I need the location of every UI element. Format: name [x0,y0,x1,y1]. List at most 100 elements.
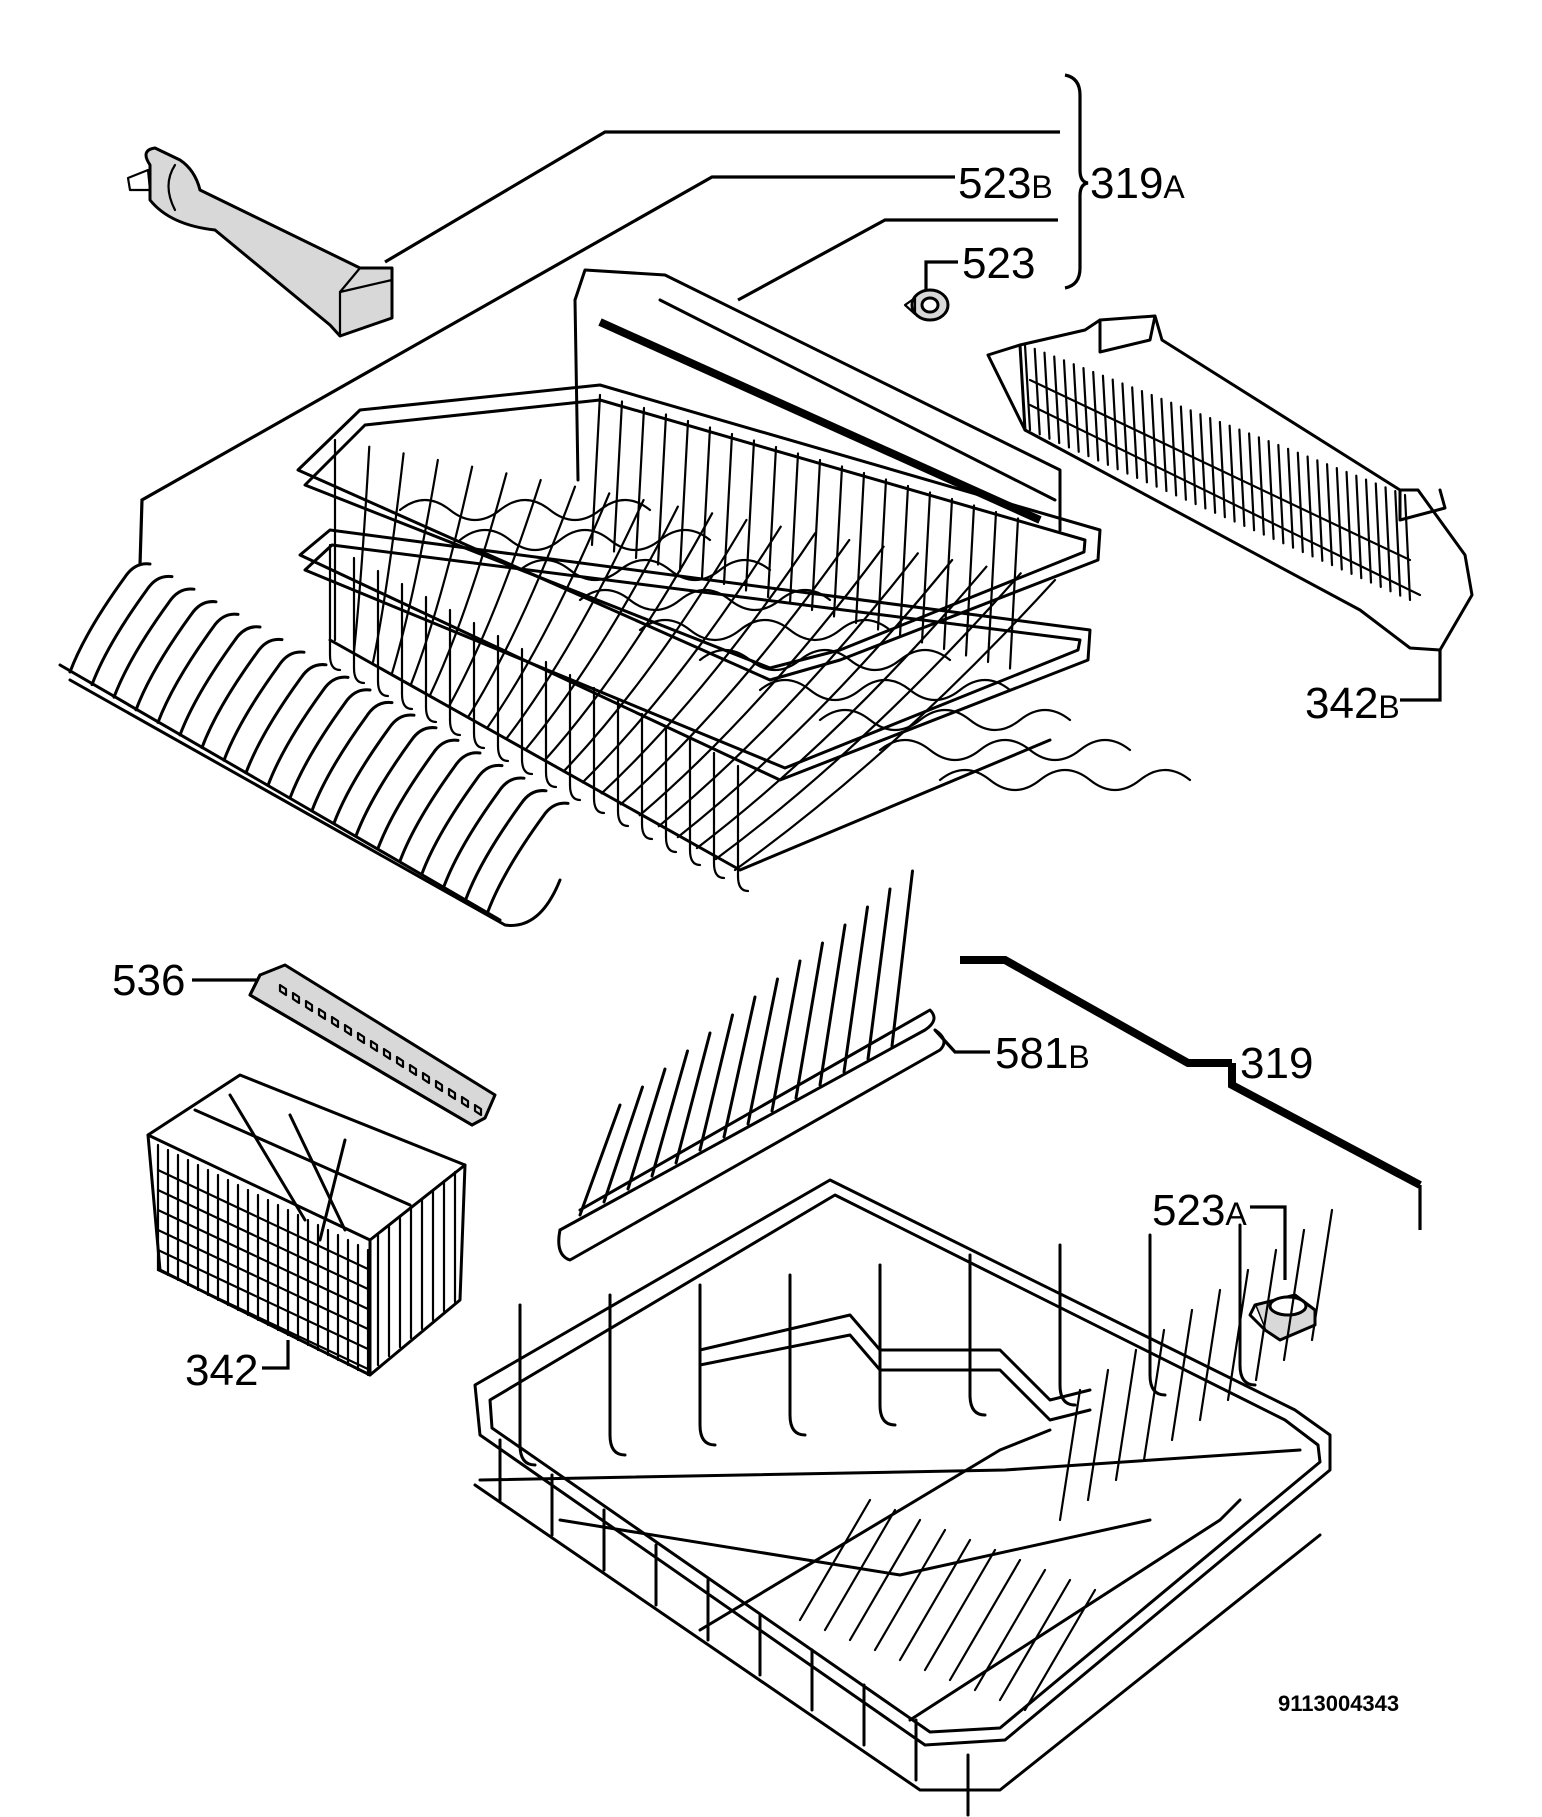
label-523: 523 [962,239,1035,288]
wire-segment [1033,347,1041,436]
wire-segment [447,1087,457,1101]
wire-segment [505,498,645,740]
wire-segment [1282,1228,1306,1362]
wire-segment [1131,386,1139,480]
wire-segment [156,1168,372,1272]
wire-segment [330,1015,340,1029]
wire-segment [581,525,782,784]
wire-segment [332,713,416,825]
wire-segment [68,562,152,674]
wire-segment [429,472,508,696]
wire-segment [1150,393,1158,488]
wire-segment [650,1049,689,1178]
wire-segment [1325,463,1334,567]
wire-segment [421,1071,431,1085]
wire-segment [788,452,800,605]
wire-segment [973,1568,1047,1692]
wire-segment [1058,1243,1077,1407]
wire-segment [244,663,328,775]
wire-segment [722,995,757,1139]
wire-segment [676,558,954,839]
wire-segment [678,419,690,573]
wire-segment [1028,378,1412,562]
wire-segment [634,406,646,560]
upper-basket [296,268,1192,893]
wire-segment [942,497,954,651]
wire-segment [788,1273,807,1437]
wire-segment [712,751,726,880]
wire-segment [310,700,394,813]
wire-segment [472,621,486,750]
wire-segment [1384,486,1392,593]
wire-segment [744,439,756,592]
wire-segment [766,445,778,599]
wire-segment [442,776,526,888]
wire-segment [1364,478,1373,584]
wire-segment [371,452,405,664]
wire-segment [1254,1248,1278,1382]
wire-segment [1394,490,1402,597]
wire-segment [578,1103,622,1217]
roller-523-part [903,288,950,322]
wire-segment [156,1248,372,1352]
wire-segment [1374,482,1382,589]
wire-segment [1086,1368,1110,1502]
wire-segment [1023,1588,1097,1712]
wire-segment [1043,351,1051,440]
wire-segment [410,465,474,685]
wire-segment [968,1253,987,1417]
wire-segment [878,738,1132,762]
wire-segment [1008,517,1020,670]
wire-segment [473,1103,483,1117]
wire-segment [810,458,822,612]
wire-segment [1092,370,1100,462]
wire-segment [486,801,570,913]
wire-segment [376,569,390,698]
wire-segment [1228,424,1236,523]
wire-segment [608,1293,627,1457]
cutlery-basket [146,1073,467,1377]
wire-segment [1306,455,1314,558]
wire-segment [1226,1268,1250,1402]
wire-segment [823,1508,897,1632]
wire-segment [657,552,919,828]
wire-segment [964,504,976,657]
wire-segment [1082,366,1090,458]
label-319: 319 [1240,1039,1313,1088]
wire-segment [1286,447,1295,549]
wire-segment [688,738,702,867]
label-536: 536 [112,956,185,1005]
wire-segment [1111,378,1119,471]
fold-down-tine-rack [58,562,570,927]
wire-segment [1101,374,1110,466]
wire-segment [408,1063,418,1077]
label-319a: 319A [1090,159,1185,208]
wire-segment [518,558,772,582]
wire-segment [562,518,748,773]
wire-segment [1198,1288,1222,1422]
wire-segment [832,465,844,618]
wire-segment [1148,1233,1167,1397]
wire-segment [568,673,582,802]
wire-segment [600,532,817,795]
wire-segment [520,647,534,776]
wire-segment [1028,403,1422,597]
wire-segment [398,498,652,522]
wire-segment [736,764,750,893]
wire-segment [291,991,301,1005]
wire-segment [1142,1328,1166,1462]
wire-segment [354,726,438,838]
wire-segment [619,538,851,806]
wire-segment [1403,493,1412,602]
wire-segment [156,1208,372,1312]
wire-segment [698,1283,717,1447]
wire-segment [496,634,510,763]
wire-segment [376,738,460,850]
wire-segment [1218,420,1226,519]
reference-code: 9113004343 [1278,1691,1399,1716]
wire-segment [612,400,624,553]
wire-segment [674,1031,712,1165]
wire-segment [638,618,892,642]
wire-segment [434,1079,444,1093]
